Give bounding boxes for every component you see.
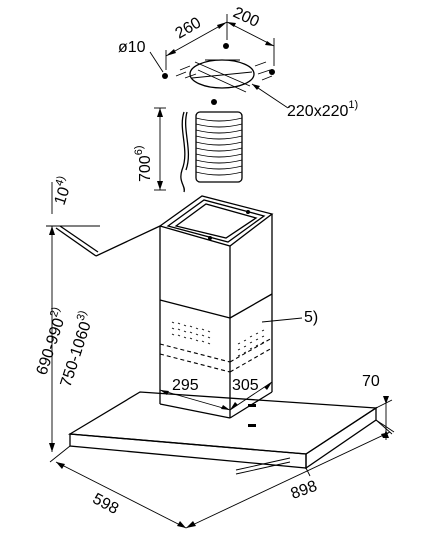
canopy-width-label: 898 <box>289 478 320 503</box>
mount-hole-bottom <box>211 99 217 105</box>
mount-hole-left <box>162 73 168 79</box>
height-dimension <box>46 182 161 452</box>
callout-label: 5) <box>304 309 318 326</box>
mounting-plate <box>162 43 275 105</box>
ceiling-cutout-label: 220x2201) <box>287 99 358 120</box>
offset-top-note: 4) <box>53 175 67 188</box>
hole-spacing-a-label: 260 <box>173 14 205 42</box>
mount-hole-right <box>269 69 275 75</box>
ceiling-cutout-value: 220x220 <box>287 103 348 120</box>
flex-hose <box>195 111 243 183</box>
hose-length-value: 700 <box>137 155 154 182</box>
height-range-b-note: 3) <box>75 309 89 322</box>
hose-length-label: 7006) <box>133 146 154 182</box>
hole-spacing-b-label: 200 <box>230 4 261 31</box>
canopy-base-dimensions <box>49 419 395 529</box>
chimney-width-label: 305 <box>232 377 259 394</box>
chimney-telescopic-section <box>159 293 273 373</box>
chimney-upper <box>158 195 274 419</box>
ceiling-cutout-note: 1) <box>348 99 358 111</box>
height-range-a-note: 2) <box>48 306 62 319</box>
power-cable <box>180 111 186 193</box>
canopy-height-label: 70 <box>362 373 380 390</box>
offset-top-value: 10 <box>52 185 74 207</box>
chimney-depth-label: 295 <box>172 377 199 394</box>
top-dimension-lines <box>165 14 275 70</box>
chimney-footprint-dimensions <box>159 381 273 411</box>
hole-diameter-label: ø10 <box>118 39 146 56</box>
offset-top-label: 104) <box>48 175 76 208</box>
hose-length-note: 6) <box>133 146 145 156</box>
mount-hole-top <box>223 43 229 49</box>
hose-length-dimension <box>154 107 166 191</box>
canopy <box>67 391 378 475</box>
canopy-depth-label: 598 <box>90 490 122 518</box>
